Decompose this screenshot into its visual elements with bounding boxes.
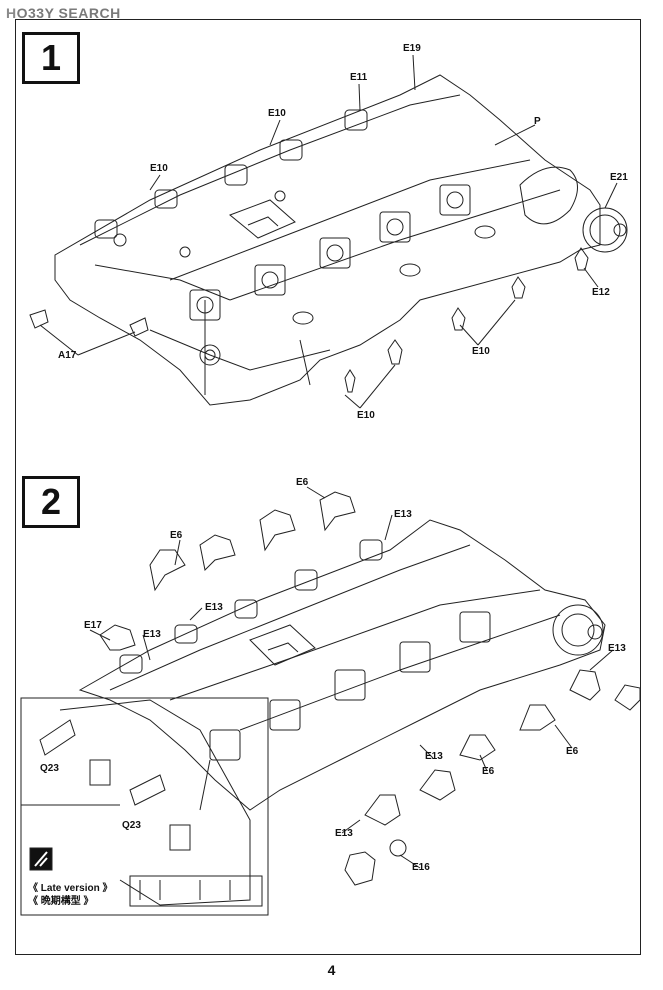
label-e13-a: E13 bbox=[394, 509, 412, 520]
label-p: P bbox=[534, 116, 541, 127]
label-e12: E12 bbox=[592, 287, 610, 298]
label-q23-b: Q23 bbox=[122, 820, 141, 831]
label-e13-f: E13 bbox=[335, 828, 353, 839]
label-e6-c: E6 bbox=[566, 746, 579, 757]
label-e13-c: E13 bbox=[143, 629, 161, 640]
label-e21: E21 bbox=[610, 172, 628, 183]
label-e11: E11 bbox=[350, 72, 368, 83]
label-e10-d: E10 bbox=[357, 410, 375, 421]
label-a17: A17 bbox=[58, 350, 77, 361]
late-version-caption-jp: 《 晩期構型 》 bbox=[28, 896, 94, 907]
label-e17: E17 bbox=[84, 620, 102, 631]
label-e10-c: E10 bbox=[472, 346, 490, 357]
late-version-caption-en: 《 Late version 》 bbox=[28, 883, 113, 894]
label-e6-d: E6 bbox=[482, 766, 495, 777]
page-number: 4 bbox=[327, 962, 336, 978]
label-e16: E16 bbox=[412, 862, 430, 873]
label-e13-b: E13 bbox=[205, 602, 223, 613]
label-e19: E19 bbox=[403, 43, 421, 54]
label-e13-d: E13 bbox=[608, 643, 626, 654]
label-e10-b: E10 bbox=[150, 163, 168, 174]
late-version-caption: 《 Late version 》 《 晩期構型 》 bbox=[28, 882, 112, 908]
step-number-1: 1 bbox=[22, 32, 80, 84]
label-e13-e: E13 bbox=[425, 751, 443, 762]
instruction-frame bbox=[15, 19, 641, 955]
label-e6-b: E6 bbox=[170, 530, 183, 541]
hobby-search-logo: HO33Y SEARCH bbox=[6, 5, 121, 21]
label-q23-a: Q23 bbox=[40, 763, 59, 774]
label-e6-a: E6 bbox=[296, 477, 309, 488]
step-number-2: 2 bbox=[22, 476, 80, 528]
label-e10-a: E10 bbox=[268, 108, 286, 119]
